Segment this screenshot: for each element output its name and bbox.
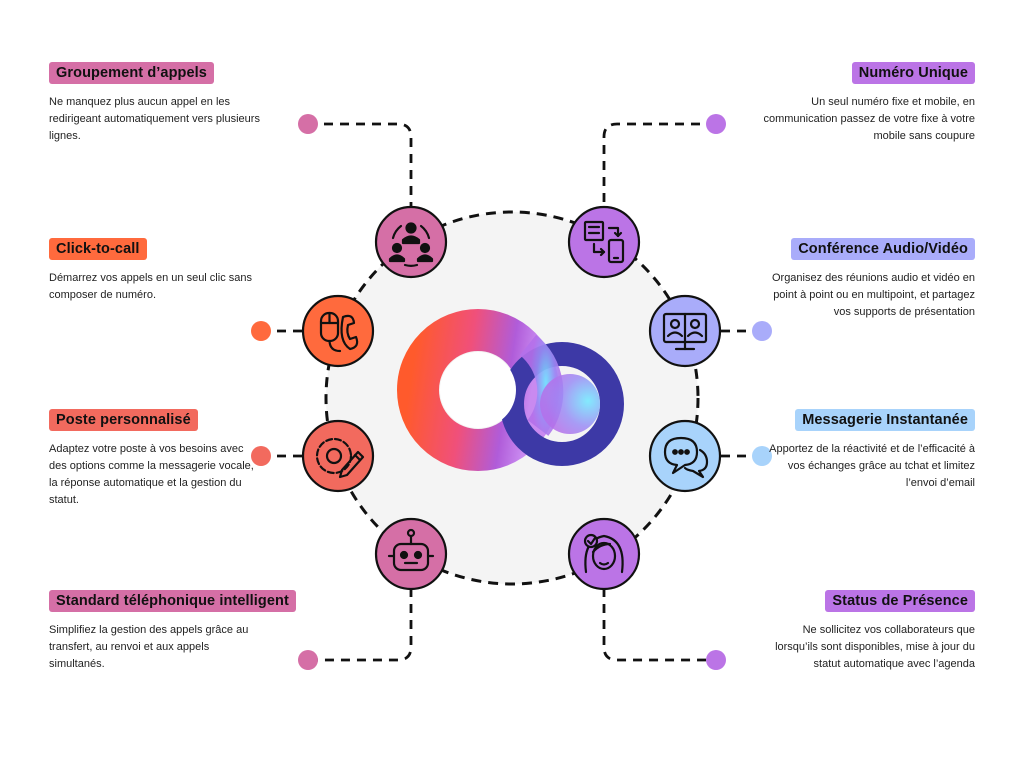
- feature-title: Click-to-call: [49, 238, 147, 260]
- feature-standard: Standard téléphonique intelligent Simpli…: [49, 590, 296, 673]
- node-messagerie: [648, 419, 722, 493]
- feature-description: Ne sollicitez vos collaborateurs que lor…: [775, 624, 975, 670]
- feature-messagerie: Messagerie Instantanée Apportez de la ré…: [760, 409, 975, 492]
- chat-bubble-icon: [663, 436, 709, 479]
- feature-description: Organisez des réunions audio et vidéo en…: [771, 272, 975, 318]
- dot-click-to-call: [251, 321, 271, 341]
- person-status-icon: [583, 533, 624, 574]
- dot-groupement: [298, 114, 318, 134]
- central-logo: [397, 309, 624, 471]
- phone-transfer-icon: [583, 220, 625, 264]
- node-status: [567, 517, 641, 591]
- dot-numero: [706, 114, 726, 134]
- feature-description: Démarrez vos appels en un seul clic sans…: [49, 272, 252, 301]
- feature-poste: Poste personnalisé Adaptez votre poste à…: [49, 409, 261, 509]
- feature-click-to-call: Click-to-call Démarrez vos appels en un …: [49, 238, 254, 304]
- feature-numero: Numéro Unique Un seul numéro fixe et mob…: [760, 62, 975, 145]
- feature-title: Messagerie Instantanée: [795, 409, 975, 431]
- group-call-icon: [388, 222, 434, 267]
- node-click-to-call: [301, 294, 375, 368]
- feature-description: Un seul numéro fixe et mobile, en commun…: [763, 96, 975, 142]
- node-groupement: [374, 205, 448, 279]
- video-conference-icon: [662, 312, 708, 351]
- dot-poste: [251, 446, 271, 466]
- dot-conference: [752, 321, 772, 341]
- feature-title: Poste personnalisé: [49, 409, 198, 431]
- mouse-phone-icon: [319, 311, 359, 353]
- feature-title: Standard téléphonique intelligent: [49, 590, 296, 612]
- feature-title: Groupement d’appels: [49, 62, 214, 84]
- feature-title: Numéro Unique: [851, 62, 975, 84]
- node-conference: [648, 294, 722, 368]
- feature-description: Ne manquez plus aucun appel en les redir…: [49, 96, 260, 142]
- node-standard: [374, 517, 448, 591]
- node-poste: [301, 419, 375, 493]
- feature-description: Simplifiez la gestion des appels grâce a…: [49, 624, 249, 670]
- feature-description: Apportez de la réactivité et de l’effica…: [769, 443, 975, 489]
- connector-status: [602, 588, 716, 662]
- dot-standard: [298, 650, 318, 670]
- dot-messagerie: [752, 446, 772, 466]
- feature-title: Conférence Audio/Vidéo: [791, 238, 975, 260]
- feature-status: Status de Présence Ne sollicitez vos col…: [760, 590, 975, 673]
- connector-standard: [308, 588, 413, 662]
- feature-title: Status de Présence: [825, 590, 975, 612]
- dot-status: [706, 650, 726, 670]
- connector-numero: [602, 122, 716, 208]
- feature-description: Adaptez votre poste à vos besoins avec d…: [49, 443, 254, 506]
- feature-groupement: Groupement d’appels Ne manquez plus aucu…: [49, 62, 261, 145]
- gear-pencil-icon: [315, 437, 365, 479]
- feature-conference: Conférence Audio/Vidéo Organisez des réu…: [760, 238, 975, 321]
- robot-icon: [387, 528, 435, 572]
- node-numero: [567, 205, 641, 279]
- connector-groupement: [308, 122, 413, 208]
